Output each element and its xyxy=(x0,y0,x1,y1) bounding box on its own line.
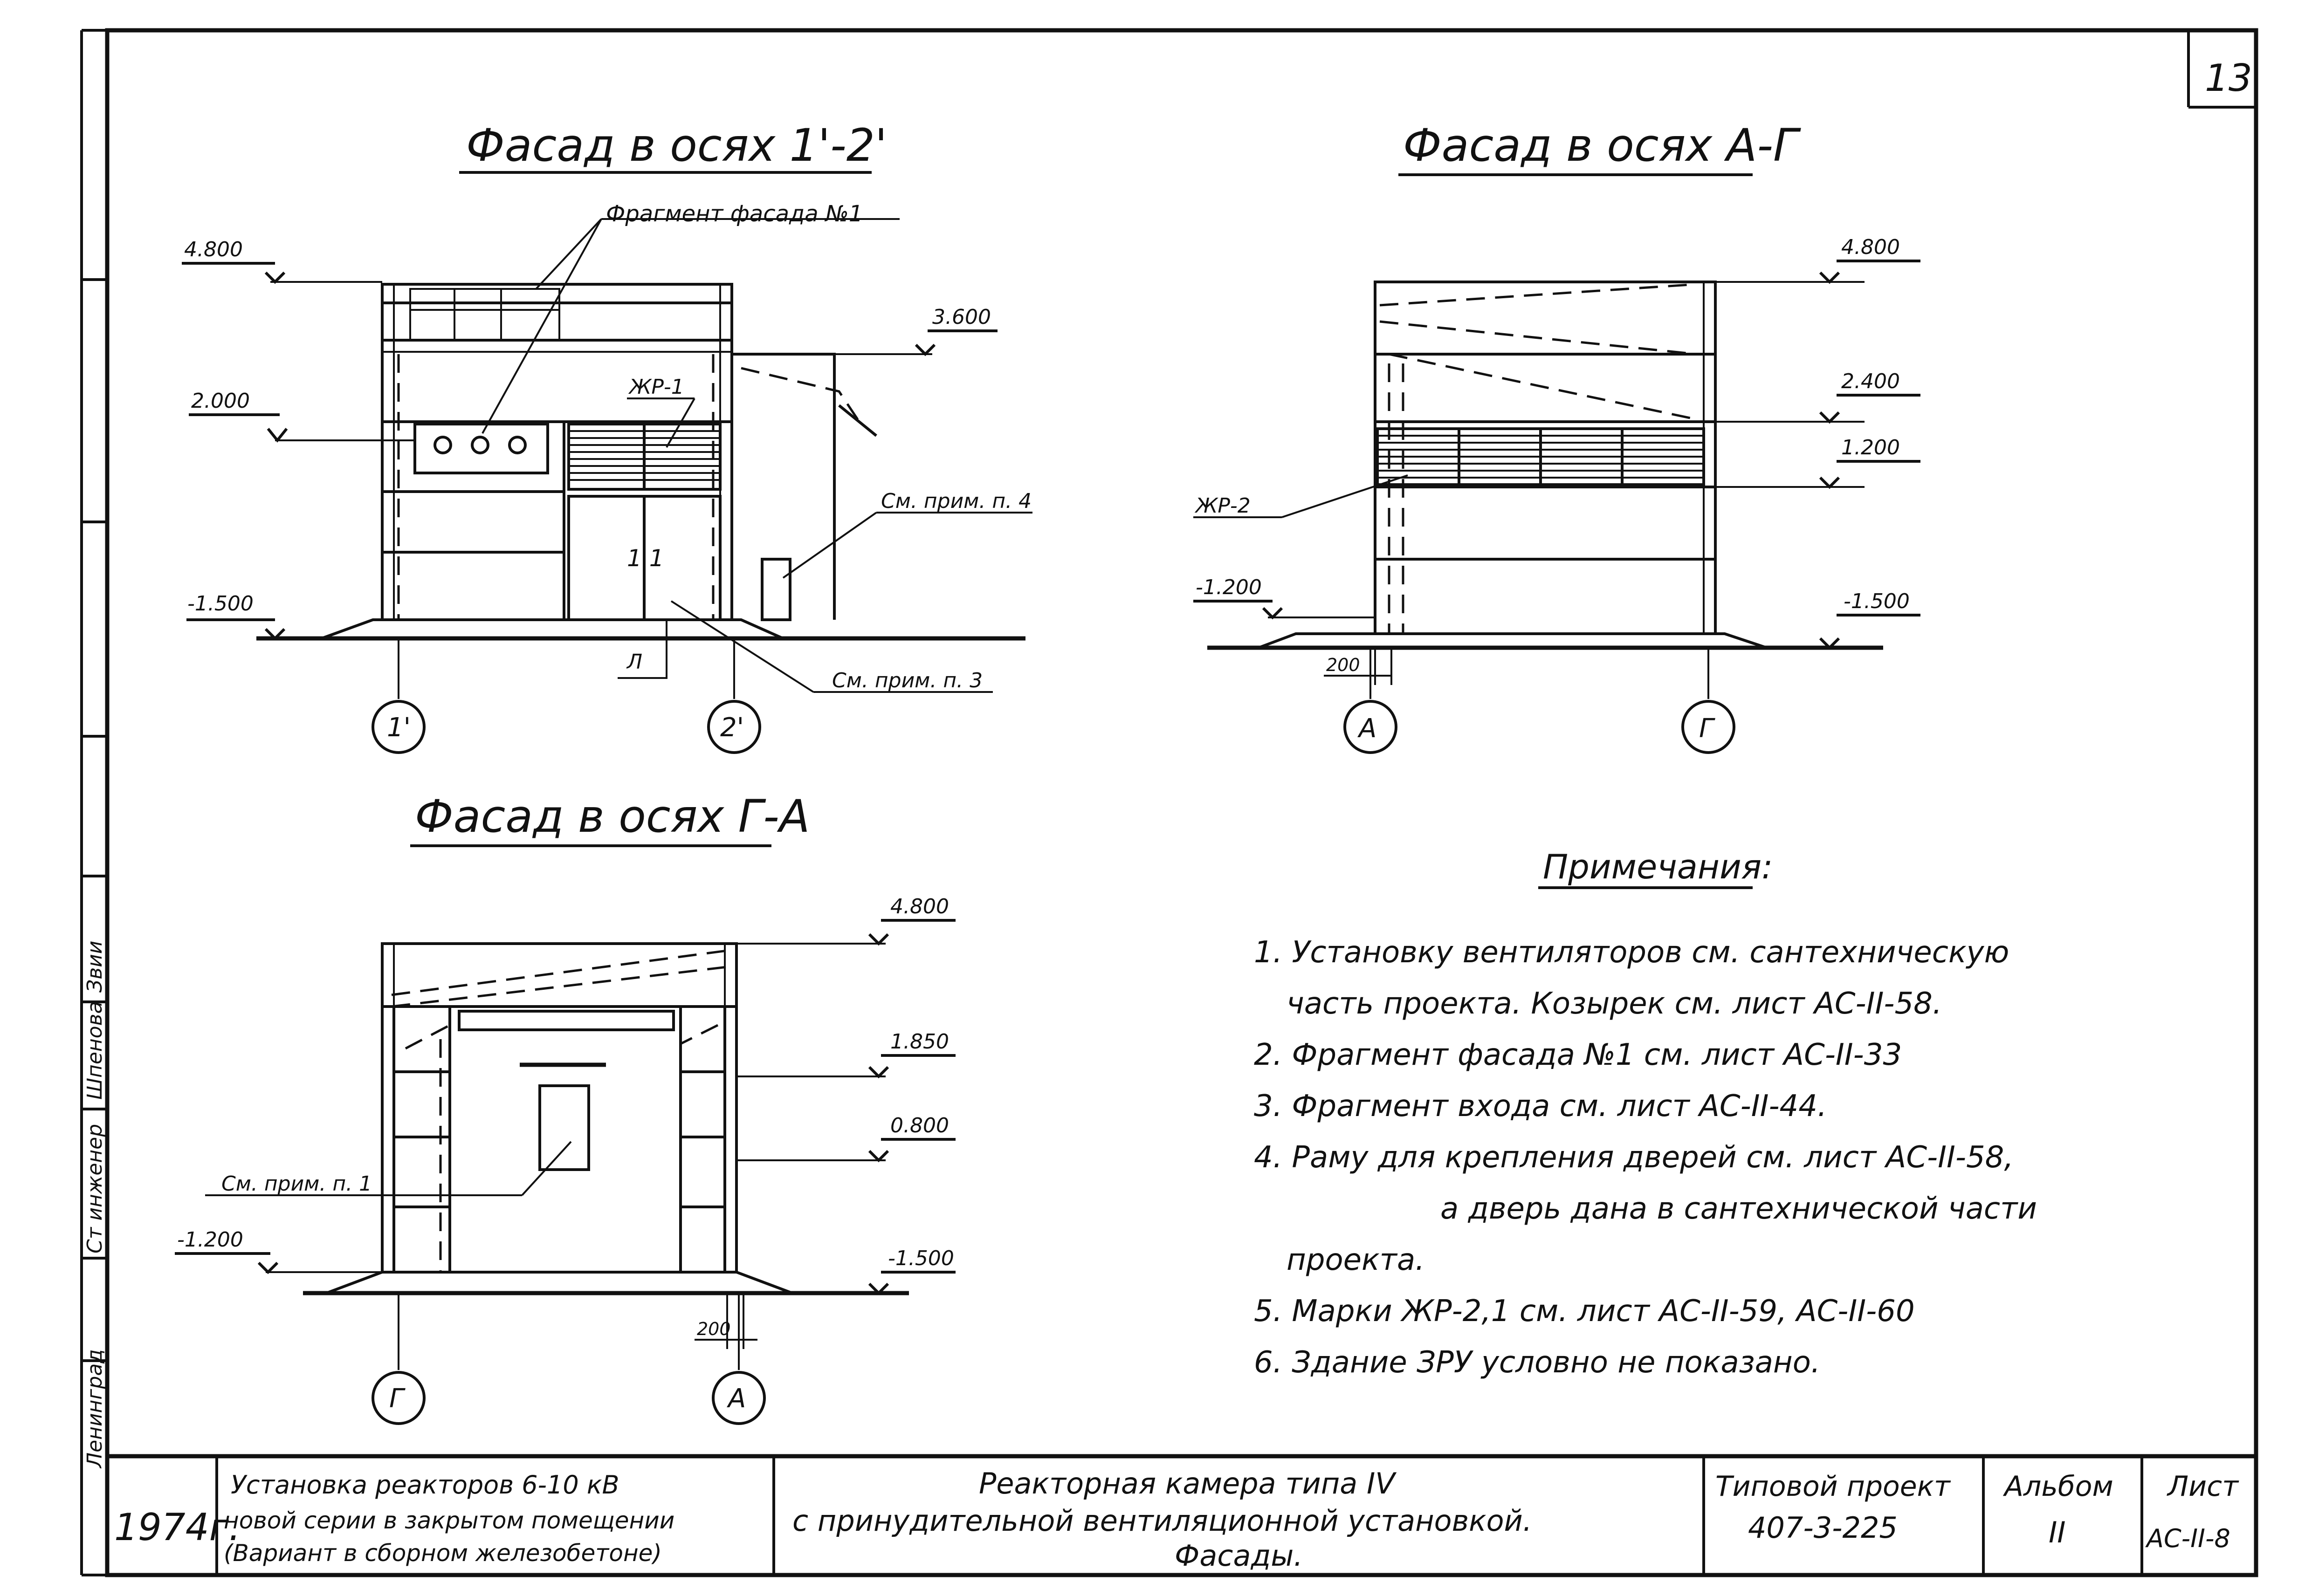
note-5: 5. Марки ЖР-2,1 см. лист АС-II-59, АС-II… xyxy=(1254,1294,1915,1329)
tb-project-line3: (Вариант в сборном железобетоне) xyxy=(224,1540,662,1567)
sheet-frame xyxy=(80,28,2258,1577)
facade-g-a-title: Фасад в осях Г-А xyxy=(415,790,810,843)
ag-axis-right: Г xyxy=(1699,713,1715,744)
ag-lvl-bot-left: -1.200 xyxy=(1196,575,1262,599)
facade-g-a: Фасад в осях Г-А 4.800 1.8 xyxy=(175,790,956,1425)
facade-a-g: Фасад в осях А-Г 4.800 xyxy=(1193,119,1920,754)
ag-lvl-3: 1.200 xyxy=(1841,436,1900,459)
tb-project-line1: Установка реакторов 6-10 кВ xyxy=(231,1470,619,1500)
strip-position: Ст инженер xyxy=(83,1124,107,1254)
note-4: См. прим. п. 4 xyxy=(881,489,1032,513)
strip-name: Шпенова xyxy=(83,1001,107,1100)
label-zhr2: ЖР-2 xyxy=(1194,494,1251,518)
lvl-top: 4.800 xyxy=(184,238,243,261)
lvl-mid: 2.000 xyxy=(191,389,250,413)
tb-sheet-line2: с принудительной вентиляционной установк… xyxy=(792,1504,1532,1538)
ga-lvl-top: 4.800 xyxy=(890,895,949,918)
notes-heading: Примечания: xyxy=(1543,847,1773,886)
label-zhr1: ЖР-1 xyxy=(628,375,684,399)
ga-lvl-bot-left: -1.200 xyxy=(177,1228,243,1252)
ga-lvl-2: 1.850 xyxy=(890,1030,949,1054)
note-4c: проекта. xyxy=(1287,1243,1425,1277)
tb-list-value: АС-II-8 xyxy=(2145,1524,2230,1553)
notes: Примечания: 1. Установку вентиляторов см… xyxy=(1254,847,2037,1380)
note-1a: 1. Установку вентиляторов см. сантехниче… xyxy=(1254,935,2009,970)
tb-album-value: II xyxy=(2049,1515,2066,1549)
page-number-box: 13 xyxy=(2187,30,2256,109)
note-2: 2. Фрагмент фасада №1 см. лист АС-II-33 xyxy=(1254,1038,1902,1072)
page-number: 13 xyxy=(2205,56,2252,100)
facade-1-2-title: Фасад в осях 1'-2' xyxy=(466,119,887,171)
lvl-right: 3.600 xyxy=(932,305,991,329)
ag-dim: 200 xyxy=(1326,655,1360,675)
note-3: 3. Фрагмент входа см. лист АС-II-44. xyxy=(1254,1089,1827,1123)
ga-note-1: См. прим. п. 1 xyxy=(221,1172,372,1196)
ag-lvl-top: 4.800 xyxy=(1841,235,1900,259)
ga-axis-left: Г xyxy=(389,1384,406,1414)
strip-signature: Звии xyxy=(83,941,107,993)
ag-lvl-2: 2.400 xyxy=(1841,370,1900,393)
door-mark: 1 1 xyxy=(627,545,664,572)
note-3: См. прим. п. 3 xyxy=(832,669,983,692)
tb-sheet-line1: Реакторная камера типа IV xyxy=(979,1466,1397,1500)
label-l: Л xyxy=(626,650,642,674)
ga-lvl-bot-right: -1.500 xyxy=(888,1247,954,1270)
note-1b: часть проекта. Козырек см. лист АС-II-58… xyxy=(1287,986,1942,1021)
note-4b: а дверь дана в сантехнической части xyxy=(1440,1192,2037,1226)
tb-typical-value: 407-3-225 xyxy=(1748,1511,1898,1545)
note-4a: 4. Раму для крепления дверей см. лист АС… xyxy=(1254,1140,2014,1175)
ga-dim: 200 xyxy=(697,1319,731,1339)
ga-axis-right: А xyxy=(727,1384,746,1414)
ag-axis-left: А xyxy=(1357,713,1376,744)
tb-year: 1974г. xyxy=(114,1506,241,1549)
tb-list-label: Лист xyxy=(2167,1470,2239,1503)
strip-city: Ленинград xyxy=(83,1349,107,1469)
ag-lvl-bot-right: -1.500 xyxy=(1844,589,1910,613)
tb-album-label: Альбом xyxy=(2002,1470,2113,1503)
facade-1-2: Фасад в осях 1'-2' xyxy=(182,119,1032,754)
ga-lvl-3: 0.800 xyxy=(890,1114,949,1137)
facade-a-g-title: Фасад в осях А-Г xyxy=(1403,119,1801,171)
callout-fragment: Фрагмент фасада №1 xyxy=(606,201,863,227)
tb-project-line2: новой серии в закрытом помещении xyxy=(224,1507,674,1534)
title-block: 1974г. Установка реакторов 6-10 кВ новой… xyxy=(107,1454,2256,1575)
note-6: 6. Здание ЗРУ условно не показано. xyxy=(1254,1345,1820,1380)
lvl-bot: -1.500 xyxy=(187,592,254,616)
tb-typical-label: Типовой проект xyxy=(1715,1470,1951,1503)
axis-right: 2' xyxy=(720,712,744,743)
axis-left: 1' xyxy=(387,712,411,743)
tb-sheet-line3: Фасады. xyxy=(1175,1539,1303,1573)
